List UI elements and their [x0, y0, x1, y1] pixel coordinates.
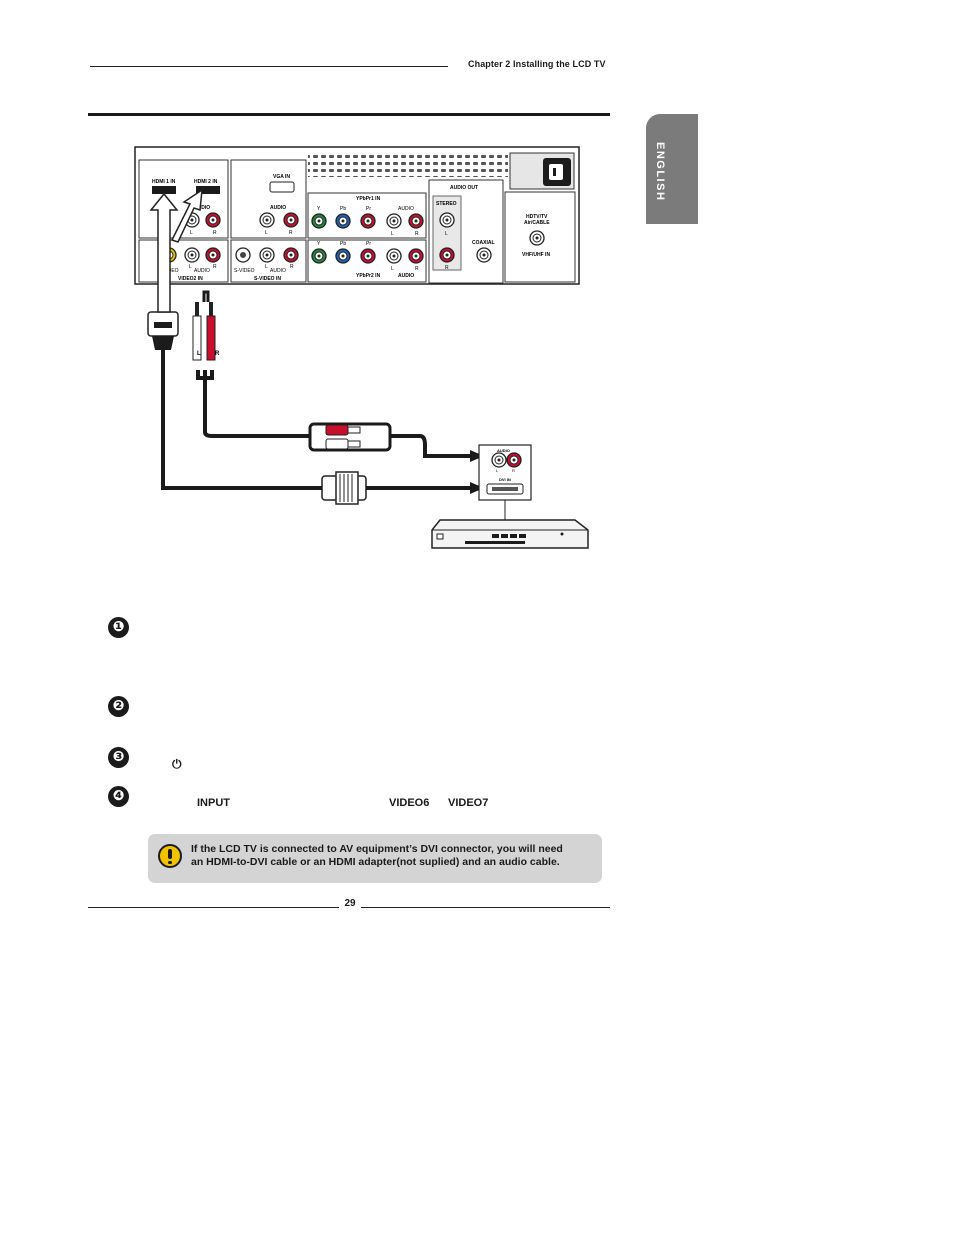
vga-port-icon	[269, 181, 295, 193]
ypbpr2-pr: Pr	[366, 241, 371, 247]
ypbpr2-r: R	[415, 266, 419, 272]
language-tab-label: ENGLISH	[654, 142, 666, 202]
hdmi-audio-label: AUDIO	[194, 205, 210, 211]
vga-label: VGA IN	[273, 174, 290, 180]
ypbpr2-label: YPbPr2 IN	[356, 273, 381, 279]
device-dvi-label: DVI IN	[499, 477, 511, 482]
step-1-number: ❶	[108, 617, 129, 638]
audio-plugs: L R	[192, 290, 220, 361]
device-audio-label: AUDIO	[497, 448, 510, 453]
hdmi1-port-icon	[152, 186, 176, 194]
page-number: 29	[339, 898, 361, 909]
chapter-title: Chapter 2 Installing the LCD TV	[468, 59, 606, 69]
ypbpr2-audio: AUDIO	[398, 273, 414, 279]
rca-plugs-mid	[308, 422, 392, 452]
header-rule-left	[90, 66, 448, 67]
hdmi2-port-icon	[196, 186, 220, 194]
video2-audio: AUDIO	[194, 268, 210, 274]
dvi-plug	[321, 471, 367, 505]
connection-diagram: HDMI 1 IN HDMI 2 IN AUDIO L R VGA IN AUD…	[134, 146, 589, 549]
note-text: If the LCD TV is connected to AV equipme…	[191, 843, 596, 869]
ypbpr1-label: YPbPr1 IN	[356, 196, 381, 202]
svideo-l: L	[265, 264, 268, 270]
ypbpr1-r: R	[415, 231, 419, 237]
step-4-number: ❹	[108, 786, 129, 807]
note-line-1: If the LCD TV is connected to AV equipme…	[191, 843, 563, 855]
svideo-in-label: S-VIDEO IN	[254, 276, 281, 282]
cable-plug-l: L	[197, 351, 201, 357]
vga-audio-label: AUDIO	[270, 205, 286, 211]
hdmi2-label: HDMI 2 IN	[194, 179, 218, 185]
hdmi-plug	[147, 188, 203, 350]
ypbpr2-pb: Pb	[340, 241, 346, 247]
note-line-2: an HDMI-to-DVI cable or an HDMI adapter(…	[191, 856, 560, 868]
coaxial-label: COAXIAL	[472, 240, 495, 246]
hdmi-audio-l: L	[190, 230, 193, 236]
audio-arrow-icon	[470, 450, 484, 462]
video-label: VIDEO	[163, 268, 179, 274]
step-3-number: ❸	[108, 747, 129, 768]
ypbpr1-audio: AUDIO	[398, 206, 414, 212]
hdmi1-label: HDMI 1 IN	[152, 179, 176, 185]
ypbpr1-pr: Pr	[366, 206, 371, 212]
video7-label: VIDEO7	[448, 797, 489, 809]
stereo-label: STEREO	[436, 201, 457, 207]
section-rule	[88, 113, 610, 116]
video2-l: L	[189, 264, 192, 270]
vga-audio-r: R	[289, 230, 293, 236]
ypbpr2-l: L	[391, 266, 394, 272]
dvi-arrow-icon	[470, 482, 484, 494]
device-audio-l: L	[496, 468, 499, 473]
video6-label: VIDEO6	[389, 797, 430, 809]
hdmi-audio-r: R	[213, 230, 217, 236]
video2-label: VIDEO2 IN	[178, 276, 203, 282]
stereo-r: R	[445, 265, 449, 271]
stereo-l: L	[445, 231, 448, 237]
dvd-player-icon	[431, 519, 589, 549]
hdtv-label: HDTV/TV	[526, 214, 548, 220]
device-audio-r: R	[512, 468, 515, 473]
aircable-label: Air/CABLE	[524, 220, 550, 226]
ypbpr1-l: L	[391, 231, 394, 237]
input-label: INPUT	[197, 797, 230, 809]
step-2-number: ❷	[108, 696, 129, 717]
video2-r: R	[213, 264, 217, 270]
exclamation-icon	[158, 844, 182, 868]
svideo-label: S-VIDEO	[234, 268, 255, 274]
vga-audio-l: L	[265, 230, 268, 236]
ypbpr1-pb: Pb	[340, 206, 346, 212]
av-device-panel: AUDIO L R DVI IN	[478, 444, 532, 520]
hdmi-dvi-cable	[161, 350, 470, 490]
tv-back-panel: HDMI 1 IN HDMI 2 IN AUDIO L R VGA IN AUD…	[134, 146, 580, 285]
language-tab: ENGLISH	[646, 114, 698, 224]
ypbpr1-y: Y	[317, 206, 321, 212]
ypbpr2-y: Y	[317, 241, 321, 247]
note-box: If the LCD TV is connected to AV equipme…	[148, 834, 602, 883]
svideo-audio: AUDIO	[270, 268, 286, 274]
vhf-label: VHF/UHF IN	[522, 252, 550, 258]
svideo-r: R	[290, 264, 294, 270]
power-icon: ⏻	[172, 757, 182, 771]
audio-cable	[196, 370, 470, 458]
audio-out-label: AUDIO OUT	[450, 185, 478, 191]
cable-plug-r: R	[215, 351, 220, 357]
